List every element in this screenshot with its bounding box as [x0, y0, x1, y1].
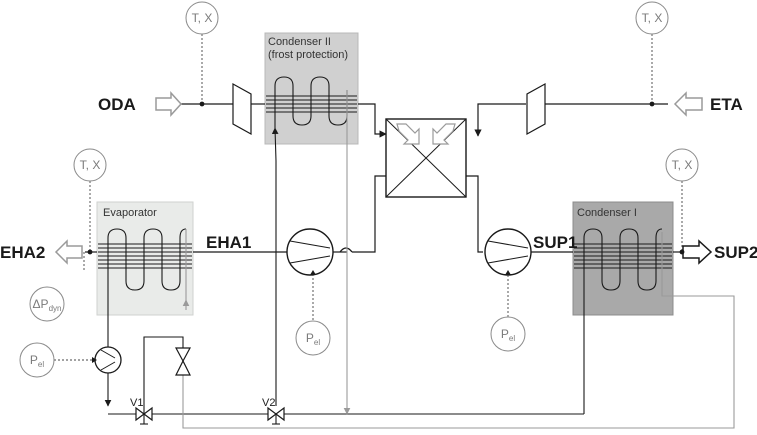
fan-sup — [484, 228, 532, 276]
expansion-valve — [174, 347, 192, 363]
fan-eha — [286, 228, 334, 276]
condenser-2-title: Condenser II — [268, 36, 331, 48]
filter-oda — [232, 82, 252, 136]
sensor-pel-pump-label: Pel — [30, 353, 44, 369]
coil-condenser-1 — [574, 228, 672, 316]
sup2-outlet-arrow — [682, 239, 713, 265]
label-oda: ODA — [98, 95, 136, 114]
return-lines-gray — [182, 90, 735, 429]
filter-eta — [526, 82, 546, 136]
sensor-tx-eha-label: T, X — [80, 158, 101, 172]
label-sup2: SUP2 — [714, 243, 757, 262]
eta-inlet-arrow — [673, 91, 703, 117]
sensor-dp-dyn — [29, 286, 65, 322]
sensor-pel-fan-sup-label: Pel — [501, 327, 515, 343]
valve-v2 — [267, 406, 285, 425]
evaporator-title: Evaporator — [103, 207, 157, 219]
coil-condenser-2 — [266, 76, 357, 128]
condenser-1-title: Condenser I — [577, 207, 637, 219]
oda-inlet-arrow — [155, 91, 183, 117]
refrigerant-circuit — [104, 127, 585, 415]
eha2-outlet-arrow — [54, 239, 83, 265]
label-eta: ETA — [710, 95, 743, 114]
valve-v1 — [135, 406, 153, 425]
sensor-tx-eta-label: T, X — [642, 11, 663, 25]
evaporator-box — [96, 201, 194, 316]
eha-route — [352, 175, 386, 253]
sensor-pel-fan-eha — [295, 320, 331, 356]
sensor-dp-label: ΔPdyn — [33, 297, 62, 313]
oda-duct — [180, 103, 387, 138]
label-sup1: SUP1 — [533, 233, 577, 252]
valve-v2-label: V2 — [262, 397, 275, 409]
sensor-tx-eta — [635, 1, 669, 35]
sup-route — [466, 175, 483, 253]
sensor-pel-pump — [19, 342, 55, 378]
coil-evaporator — [98, 228, 192, 316]
heat-recovery-exchanger — [385, 118, 467, 198]
refrigerant-pump — [94, 346, 122, 374]
sensor-pel-fan-sup — [490, 316, 526, 352]
sensor-pel-fan-eha-label: Pel — [306, 331, 320, 347]
valve-v1-label: V1 — [130, 397, 143, 409]
sensor-tx-sup — [665, 148, 699, 182]
label-eha2: EHA2 — [0, 243, 45, 262]
eta-duct — [474, 103, 668, 137]
condenser-2-subtitle: (frost protection) — [268, 49, 348, 61]
sensor-tx-sup-label: T, X — [672, 158, 693, 172]
label-eha1: EHA1 — [206, 233, 251, 252]
sensor-tx-eha — [73, 148, 107, 182]
sensor-tx-oda-label: T, X — [192, 11, 213, 25]
sensor-tx-oda — [185, 1, 219, 35]
